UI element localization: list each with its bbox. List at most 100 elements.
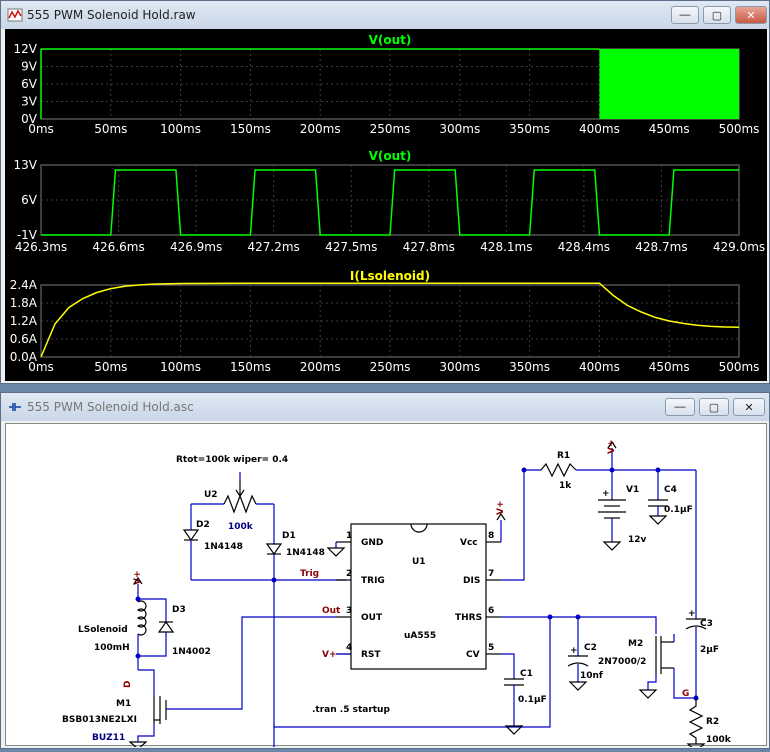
waveform-app-icon <box>7 8 23 22</box>
c3-plus: + <box>688 609 696 619</box>
v1-ref: V1 <box>626 485 639 495</box>
y-tick-0-4: 0V <box>21 112 38 126</box>
y-tick-0-1: 9V <box>21 60 38 74</box>
schematic-minimize-button[interactable]: — <box>665 398 695 416</box>
resistor-r1[interactable] <box>540 462 577 478</box>
c4-value: 0.1µF <box>664 505 693 515</box>
x-tick-2-4: 200ms <box>300 360 341 374</box>
d3-value: 1N4002 <box>172 647 211 657</box>
d2-value: 1N4148 <box>204 542 243 552</box>
d2-ref: D2 <box>196 520 210 530</box>
capacitor-c1[interactable] <box>501 653 524 735</box>
v1-value: 12v <box>628 535 647 545</box>
pin-8-number: 8 <box>488 531 494 541</box>
r2-value: 100k <box>706 735 732 745</box>
schematic-restore-button[interactable]: ▢ <box>699 398 729 416</box>
u1-part: uA555 <box>404 631 436 641</box>
waveform-titlebar[interactable]: 555 PWM Solenoid Hold.raw <box>1 1 769 29</box>
y-tick-0-2: 6V <box>21 77 38 91</box>
v1-plus: + <box>602 489 610 499</box>
x-tick-2-7: 350ms <box>509 360 550 374</box>
pwm-band-fill <box>599 49 739 119</box>
x-tick-2-6: 300ms <box>439 360 480 374</box>
x-tick-1-5: 427.8ms <box>403 240 455 254</box>
d-net-label: D <box>123 681 133 688</box>
diode-d1[interactable] <box>265 504 283 752</box>
c4-ref: C4 <box>664 485 677 495</box>
m2-value: 2N7000/2 <box>598 657 646 667</box>
g-net-label: G <box>682 689 689 699</box>
pin-gnd-label: GND <box>361 538 383 548</box>
capacitor-c2[interactable] <box>567 617 589 691</box>
mosfet-m1[interactable] <box>128 669 167 750</box>
x-tick-2-9: 450ms <box>649 360 690 374</box>
pin-vcc-label: Vcc <box>460 538 478 548</box>
schematic-drawing[interactable]: .w { stroke:#0000c8; stroke-width:1.2; f… <box>6 424 768 752</box>
u1-ref: U1 <box>412 557 426 567</box>
x-tick-0-1: 50ms <box>94 122 127 136</box>
pin-2-number: 2 <box>346 569 352 579</box>
ic-u1-555[interactable] <box>350 523 487 670</box>
x-tick-1-7: 428.4ms <box>558 240 610 254</box>
c3-ref: C3 <box>700 619 713 629</box>
diode-d3[interactable] <box>138 598 175 657</box>
m1-ref: M1 <box>116 699 131 709</box>
potentiometer-u2[interactable] <box>191 472 274 514</box>
vplus-v1: V+ <box>607 439 617 454</box>
capacitor-c4[interactable] <box>648 470 668 525</box>
schematic-window: 555 PWM Solenoid Hold.asc — ▢ ✕ .w { str… <box>0 392 770 752</box>
schematic-app-icon <box>9 403 21 411</box>
waveform-minimize-button[interactable]: — <box>671 6 699 24</box>
d1-value: 1N4148 <box>286 548 325 558</box>
r2-ref: R2 <box>706 717 719 727</box>
plot-title-1: V(out) <box>369 149 412 163</box>
c2-ref: C2 <box>584 643 597 653</box>
resistor-r2[interactable] <box>686 698 706 752</box>
diode-d2[interactable] <box>182 504 200 580</box>
c1-value: 0.1µF <box>518 695 547 705</box>
c3-value: 2µF <box>700 645 719 655</box>
battery-v1[interactable] <box>598 470 626 551</box>
schematic-close-button[interactable]: ✕ <box>733 398 765 416</box>
x-tick-0-10: 500ms <box>719 122 760 136</box>
x-tick-0-4: 200ms <box>300 122 341 136</box>
x-tick-1-1: 426.6ms <box>92 240 144 254</box>
trace-2-0 <box>40 282 740 358</box>
x-tick-0-5: 250ms <box>370 122 411 136</box>
schematic-window-title: 555 PWM Solenoid Hold.asc <box>27 400 194 414</box>
plot-title-2: I(Lsolenoid) <box>350 269 430 283</box>
schematic-canvas[interactable]: .w { stroke:#0000c8; stroke-width:1.2; f… <box>5 423 768 752</box>
tran-directive: .tran .5 startup <box>312 705 390 715</box>
plot-title-0: V(out) <box>369 33 412 47</box>
lsolenoid-ref: LSolenoid <box>78 625 128 635</box>
x-tick-2-8: 400ms <box>579 360 620 374</box>
x-tick-1-2: 426.9ms <box>170 240 222 254</box>
c1-ref: C1 <box>520 669 533 679</box>
inductor-lsolenoid[interactable] <box>136 600 147 670</box>
c2-plus: + <box>570 646 578 656</box>
y-tick-1-2: -1V <box>17 228 38 242</box>
capacitor-c3[interactable] <box>685 618 707 630</box>
mosfet-m2[interactable] <box>638 634 696 699</box>
y-tick-2-0: 2.4A <box>10 278 38 292</box>
x-tick-0-0: 0ms <box>28 122 54 136</box>
r1-value: 1k <box>559 481 572 491</box>
waveform-restore-button[interactable]: ▢ <box>703 6 731 24</box>
waveform-close-button[interactable]: ✕ <box>735 6 767 24</box>
x-tick-0-8: 400ms <box>579 122 620 136</box>
r1-ref: R1 <box>557 451 570 461</box>
c2-value: 10nf <box>580 671 603 681</box>
pin-dis-label: DIS <box>463 576 480 586</box>
schematic-titlebar[interactable]: 555 PWM Solenoid Hold.asc <box>1 393 769 421</box>
pin-rst-label: RST <box>361 650 381 660</box>
pin-out-label: OUT <box>361 613 383 623</box>
x-tick-1-9: 429.0ms <box>713 240 765 254</box>
d1-ref: D1 <box>282 531 296 541</box>
x-tick-0-3: 150ms <box>230 122 271 136</box>
x-tick-2-10: 500ms <box>719 360 760 374</box>
out-net-label: Out <box>322 606 341 616</box>
waveform-window: 555 PWM Solenoid Hold.raw — ▢ ✕ V(out) 0m… <box>0 0 770 384</box>
y-tick-0-0: 12V <box>14 42 38 56</box>
